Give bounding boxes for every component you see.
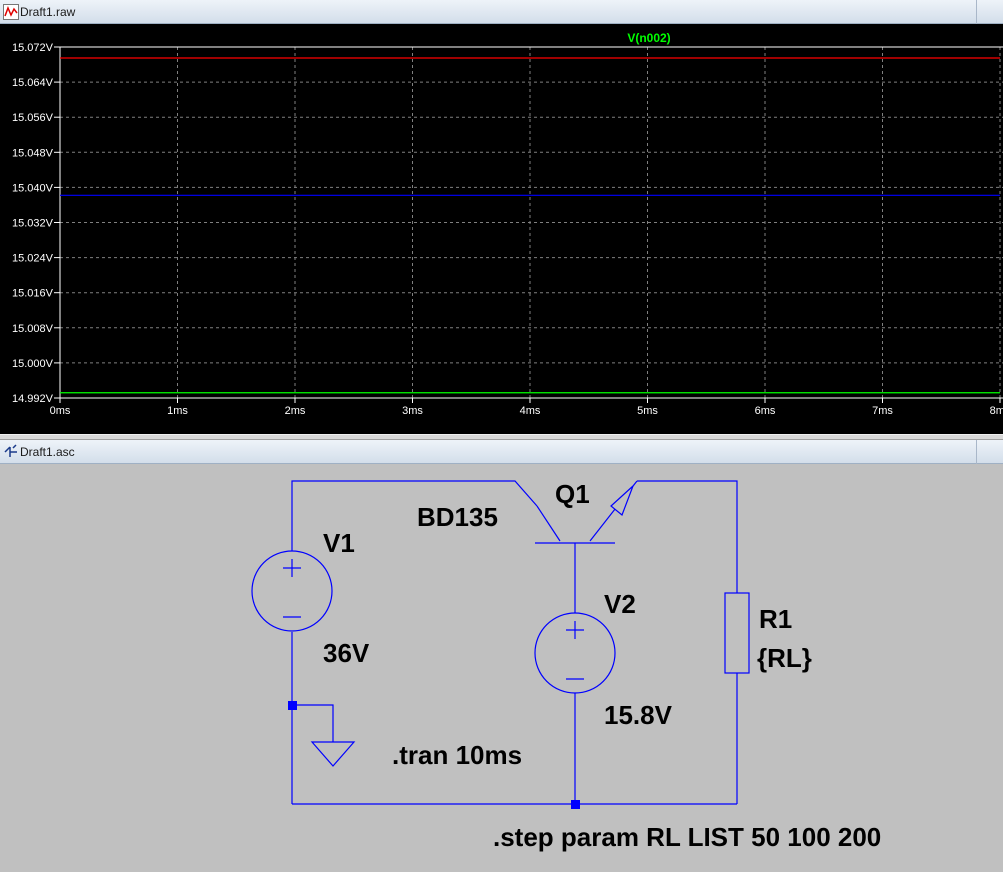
r1-value-label[interactable]: {RL} xyxy=(757,643,812,673)
schematic-canvas[interactable]: V1 36V BD135 Q1 V2 15.8V R1 {RL} .tran 1… xyxy=(0,464,1003,867)
resistor-r1[interactable] xyxy=(724,592,750,674)
x-tick-label: 0ms xyxy=(50,405,71,417)
x-tick-label: 4ms xyxy=(520,405,541,417)
y-tick-label: 15.032V xyxy=(12,218,54,230)
x-tick-label: 5ms xyxy=(637,405,658,417)
v2-name-label[interactable]: V2 xyxy=(604,589,636,619)
schematic-window-title: Draft1.asc xyxy=(20,445,75,459)
x-tick-label: 3ms xyxy=(402,405,423,417)
waveform-window-title: Draft1.raw xyxy=(20,5,76,19)
v1-name-label[interactable]: V1 xyxy=(323,528,355,558)
x-tick-label: 1ms xyxy=(167,405,188,417)
v1-value-label[interactable]: 36V xyxy=(323,638,370,668)
y-tick-label: 15.000V xyxy=(12,358,54,370)
schematic-icon xyxy=(3,444,19,460)
junction-dot xyxy=(288,701,297,710)
titlebar-separator xyxy=(976,0,977,24)
plot-grid xyxy=(59,46,1003,399)
v2-value-label[interactable]: 15.8V xyxy=(604,700,673,730)
tran-directive[interactable]: .tran 10ms xyxy=(392,740,522,770)
y-tick-label: 15.016V xyxy=(12,288,54,300)
q1-name-label[interactable]: Q1 xyxy=(555,479,590,509)
waveform-plot[interactable]: 15.072V 15.064V 15.056V 15.048V 15.040V 15.03… xyxy=(0,24,1003,434)
ground-symbol[interactable] xyxy=(310,741,356,767)
wire-top-right[interactable] xyxy=(637,480,738,593)
voltage-source-v2[interactable] xyxy=(534,612,616,694)
y-tick-label: 15.064V xyxy=(12,77,54,89)
r1-name-label[interactable]: R1 xyxy=(759,604,792,634)
waveform-window-titlebar[interactable]: Draft1.raw xyxy=(0,0,1003,24)
x-tick-label: 6ms xyxy=(755,405,776,417)
schematic-drawing[interactable]: V1 36V BD135 Q1 V2 15.8V R1 {RL} .tran 1… xyxy=(0,464,1003,867)
wire-top-left[interactable] xyxy=(291,480,538,551)
window-divider[interactable] xyxy=(0,434,1003,440)
y-tick-label: 15.056V xyxy=(12,112,54,124)
titlebar-separator xyxy=(976,440,977,464)
x-axis-ticks: 0ms 1ms 2ms 3ms 4ms 5ms 6ms 7ms 8ms xyxy=(50,398,1003,417)
plot-series[interactable] xyxy=(60,57,1000,394)
wire-ground[interactable] xyxy=(292,704,334,742)
y-tick-label: 15.040V xyxy=(12,182,54,194)
y-tick-label: 15.024V xyxy=(12,253,54,265)
x-tick-label: 2ms xyxy=(285,405,306,417)
junction-dot xyxy=(571,800,580,809)
schematic-wires xyxy=(291,480,738,805)
schematic-window-titlebar[interactable]: Draft1.asc xyxy=(0,440,1003,464)
x-tick-label: 7ms xyxy=(872,405,893,417)
y-tick-label: 15.008V xyxy=(12,323,54,335)
step-directive[interactable]: .step param RL LIST 50 100 200 xyxy=(493,822,881,852)
y-tick-label: 15.072V xyxy=(12,42,54,54)
trace-label[interactable]: V(n002) xyxy=(627,31,670,45)
y-tick-label: 14.992V xyxy=(12,393,54,405)
waveform-plot-panel[interactable]: 15.072V 15.064V 15.056V 15.048V 15.040V 15.03… xyxy=(0,24,1003,434)
x-tick-label: 8ms xyxy=(990,405,1003,417)
voltage-source-v1[interactable] xyxy=(251,550,333,632)
y-axis-ticks: 15.072V 15.064V 15.056V 15.048V 15.040V 15.03… xyxy=(12,42,60,405)
transistor-q1[interactable] xyxy=(535,480,638,544)
waveform-icon xyxy=(3,4,19,20)
q1-model-label[interactable]: BD135 xyxy=(417,502,498,532)
y-tick-label: 15.048V xyxy=(12,147,54,159)
